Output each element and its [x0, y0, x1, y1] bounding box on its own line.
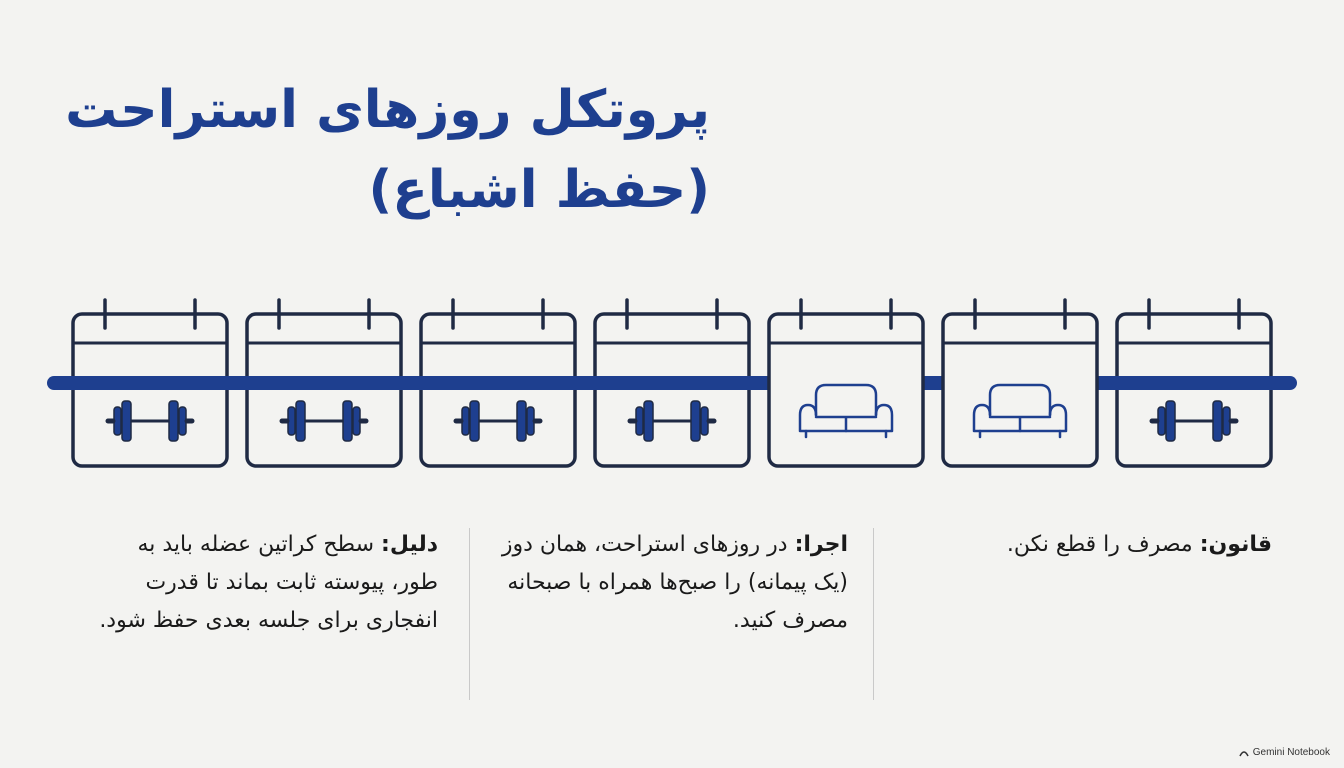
reason-text: سطح کراتین عضله باید به طور، پیوسته ثابت… [99, 532, 438, 633]
sofa-icon [972, 383, 1068, 439]
divider-right [873, 528, 874, 700]
brand-watermark: Gemini Notebook [1239, 747, 1330, 758]
rule-label: قانون: [1199, 532, 1272, 557]
divider-left [469, 528, 470, 700]
calendar-day-3 [419, 298, 577, 468]
rule-text: مصرف را قطع نکن. [1006, 532, 1200, 557]
dumbbell-icon [453, 400, 543, 442]
page-title: پروتکل روزهای استراحت (حفظ اشباع) [65, 70, 710, 230]
execution-note: اجرا: در روزهای استراحت، همان دوز (یک پی… [486, 526, 848, 640]
calendar-frame [767, 312, 925, 468]
calendar-frame [941, 312, 1099, 468]
dumbbell-icon [279, 400, 369, 442]
sofa-icon [798, 383, 894, 439]
dumbbell-icon [627, 400, 717, 442]
reason-label: دلیل: [381, 532, 438, 557]
brand-icon [1239, 750, 1249, 756]
dumbbell-icon [105, 400, 195, 442]
execution-label: اجرا: [794, 532, 848, 557]
execution-text: در روزهای استراحت، همان دوز (یک پیمانه) … [501, 532, 848, 633]
weekly-timeline [47, 298, 1297, 468]
page-title-line-1: پروتکل روزهای استراحت [65, 80, 710, 140]
dumbbell-icon [1149, 400, 1239, 442]
calendar-day-5 [767, 298, 925, 468]
calendar-day-1 [71, 298, 229, 468]
brand-label: Gemini Notebook [1252, 747, 1330, 758]
rule-note: قانون: مصرف را قطع نکن. [960, 526, 1272, 564]
calendar-day-2 [245, 298, 403, 468]
calendar-day-4 [593, 298, 751, 468]
page-title-line-2: (حفظ اشباع) [368, 160, 710, 220]
calendar-day-7 [1115, 298, 1273, 468]
calendar-day-6 [941, 298, 1099, 468]
reason-note: دلیل: سطح کراتین عضله باید به طور، پیوست… [92, 526, 438, 640]
